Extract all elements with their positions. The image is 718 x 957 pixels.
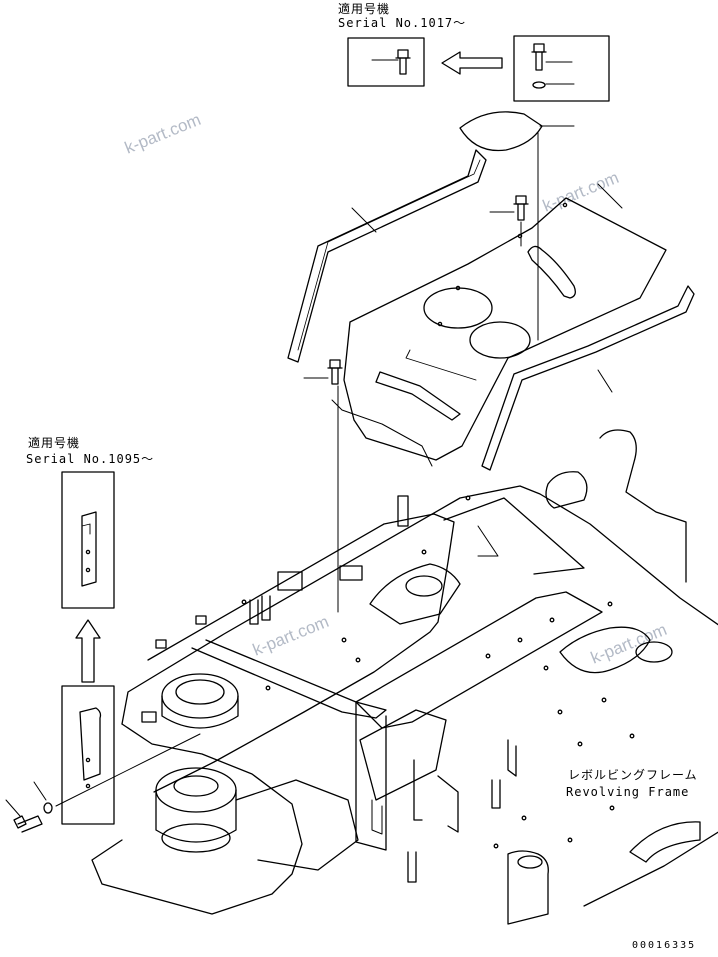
serial-left-applicable-label: 適用号機	[28, 436, 81, 450]
seal-strip-left	[287, 149, 487, 363]
washer-lower-left	[33, 733, 201, 814]
drawing-code: 00016335	[632, 940, 697, 951]
serial-top-number-label: Serial No.1017〜	[338, 16, 467, 30]
serial-left-number-label: Serial No.1095〜	[26, 452, 155, 466]
revolving-frame	[91, 429, 718, 925]
bolt-left	[303, 359, 343, 613]
washer-icon	[532, 81, 546, 89]
frame-label-en: Revolving Frame	[566, 785, 690, 799]
bolt-mid	[489, 195, 529, 247]
detail-box-left-top	[61, 471, 115, 609]
cover-cap	[459, 111, 575, 341]
floor-cover-plate	[331, 183, 667, 467]
arrow-up-icon	[75, 619, 101, 683]
frame-label-jp: レボルビングフレーム	[568, 768, 698, 782]
arrow-left-icon	[441, 51, 503, 75]
bolt-lower-left	[5, 799, 43, 833]
detail-box-new-bolt	[347, 37, 425, 87]
serial-top-applicable-label: 適用号機	[338, 2, 391, 16]
bolt-icon	[395, 49, 411, 75]
detail-box-old-bolt-washer	[513, 35, 610, 102]
detail-box-left-bottom	[61, 685, 115, 825]
bolt-icon	[531, 43, 547, 71]
seal-strip-right	[481, 285, 695, 471]
